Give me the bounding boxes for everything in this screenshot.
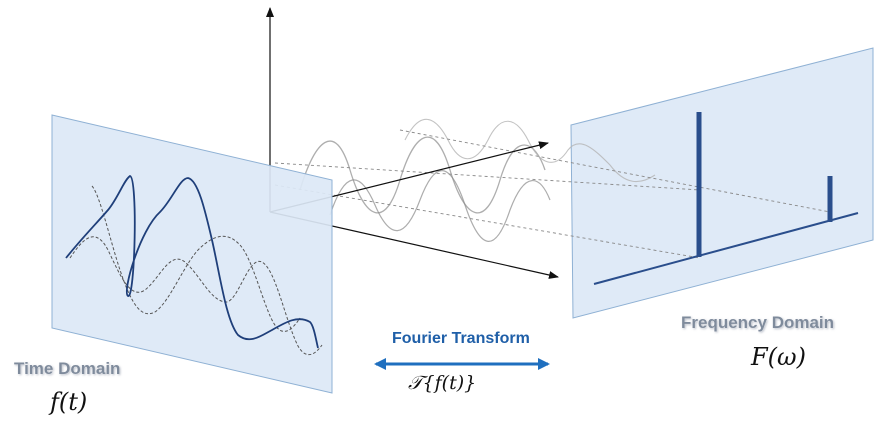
frequency-domain-panel [570, 47, 874, 319]
transform-notation: 𝒯{f(t)} [408, 372, 477, 394]
wave-high-frequency [404, 118, 656, 183]
time-domain-label: Time Domain [14, 359, 121, 378]
projection-guides [274, 129, 831, 259]
wave-low-frequency [299, 136, 546, 214]
frequency-domain-label: Frequency Domain [681, 313, 835, 332]
component-wave-dashed-2 [91, 185, 301, 332]
time-signal [65, 175, 323, 355]
time-domain-panel [51, 114, 333, 394]
sine-waves [299, 118, 656, 242]
wave-mid [329, 170, 551, 242]
fourier-transform-label: Fourier Transform [392, 330, 530, 347]
frequency-baseline [593, 212, 859, 285]
frequency-function-label: F(ω) [751, 343, 806, 371]
frequency-spectrum [593, 112, 859, 285]
time-function-label: f(t) [50, 388, 88, 416]
composite-signal [65, 175, 319, 349]
